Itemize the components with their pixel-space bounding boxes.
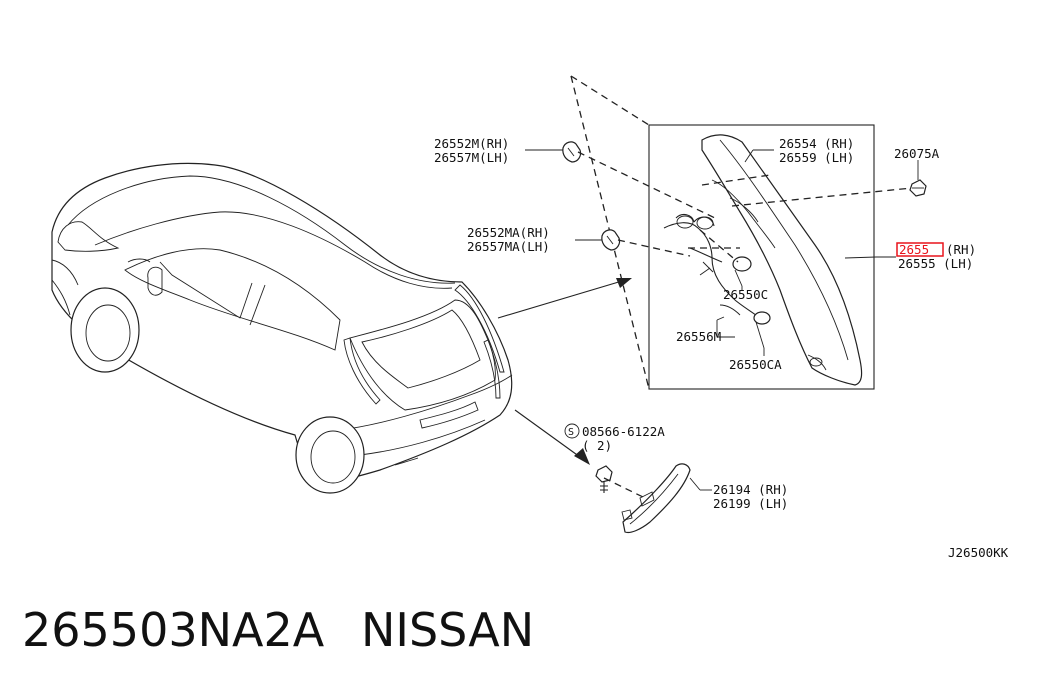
callout-26552ma-rh: 26552MA(RH) — [467, 225, 550, 240]
callout-26557ma-lh: 26557MA(LH) — [467, 239, 550, 254]
callout-26550-rh-highlighted: 2655 — [899, 242, 929, 257]
callout-labels: 26552M(RH) 26557M(LH) 26552MA(RH) 26557M… — [434, 136, 1009, 560]
callout-08566-qty: ( 2) — [582, 438, 612, 453]
callout-26550c: 26550C — [723, 287, 768, 302]
bulb-26550ca — [753, 311, 771, 325]
diagram-code: J26500KK — [948, 545, 1009, 560]
car-illustration — [51, 162, 513, 494]
reflector-assembly — [595, 463, 691, 534]
callout-08566: 08566-6122A — [582, 424, 665, 439]
callout-26556m: 26556M — [676, 329, 721, 344]
callout-26559-lh: 26559 (LH) — [779, 150, 854, 165]
callout-rh-suffix: (RH) — [946, 242, 976, 257]
clip-26552ma — [601, 229, 621, 251]
callout-26199-lh: 26199 (LH) — [713, 496, 788, 511]
screw-08566 — [595, 465, 613, 483]
leader-lines — [525, 149, 919, 491]
brand-name: NISSAN — [361, 603, 534, 657]
callout-26194-rh: 26194 (RH) — [713, 482, 788, 497]
detail-box — [570, 75, 913, 390]
rear-combination-lamp — [701, 134, 863, 386]
callout-26550ca: 26550CA — [729, 357, 782, 372]
pointer-arrows — [497, 278, 632, 465]
callout-26552m-rh: 26552M(RH) — [434, 136, 509, 151]
callout-26075a: 26075A — [894, 146, 940, 161]
bulb-26550c — [732, 256, 752, 272]
callout-26555-lh: 26555 (LH) — [898, 256, 973, 271]
callout-26554-rh: 26554 (RH) — [779, 136, 854, 151]
screw-symbol: S — [568, 427, 574, 438]
part-number: 265503NA2A — [22, 603, 325, 657]
callout-26557m-lh: 26557M(LH) — [434, 150, 509, 165]
screw-symbol-circle — [564, 423, 580, 439]
projection-line — [570, 75, 650, 126]
clips — [562, 141, 927, 257]
clip-26552m — [562, 141, 582, 163]
highlight-box — [896, 242, 944, 257]
reflector-26194 — [622, 463, 691, 534]
wiring-harness — [663, 213, 761, 319]
